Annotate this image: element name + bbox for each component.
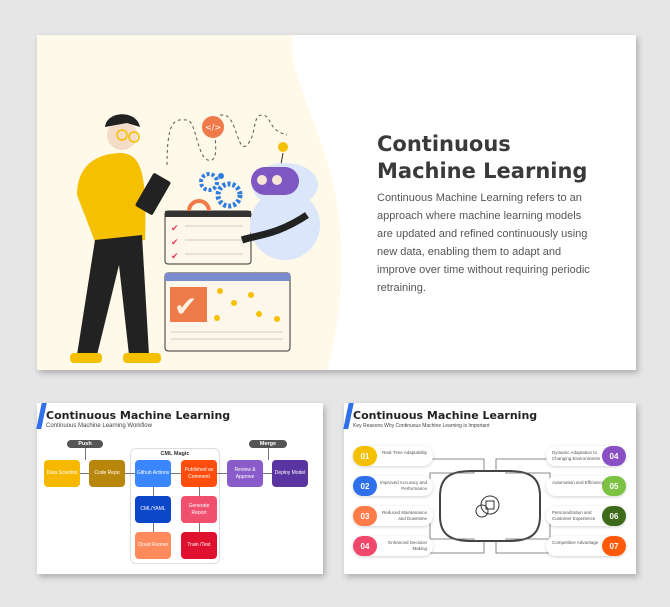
push-label: Push (67, 440, 103, 448)
node-published: Published as Comment (181, 460, 217, 487)
node-code-repo: Code Repo (89, 460, 125, 487)
node-deploy-model: Deploy Model (272, 460, 308, 487)
cml-magic-group: CML Magic (130, 448, 220, 564)
node-train-test: Train /Test (181, 532, 217, 559)
node-review-approve: Review & Approve (227, 460, 263, 487)
node-generate-report: Generate Report (181, 496, 217, 523)
node-cml-yaml: CML/YAML (135, 496, 171, 523)
svg-text:✔: ✔ (171, 251, 179, 261)
node-cloud-runner: Cloud Runner (135, 532, 171, 559)
slide-title: Continuous Machine Learning (353, 409, 538, 422)
node-github-actions: Github Actions (135, 460, 171, 487)
workflow-slide-preview[interactable]: Continuous Machine Learning Continuous M… (36, 403, 323, 574)
svg-text:✔: ✔ (171, 237, 179, 247)
node-data-scientist: Data Scientist (44, 460, 80, 487)
connector-diagram (422, 458, 558, 554)
merge-label: Merge (249, 440, 287, 448)
slide-title: Continuous Machine Learning (46, 409, 231, 422)
illustration: </> ✔ ✔ ✔ ✔ (37, 35, 342, 370)
description-text: Continuous Machine Learning refers to an… (377, 192, 590, 294)
svg-text:✔: ✔ (174, 291, 197, 322)
slide-subtitle: Continuous Machine Learning Workflow (46, 423, 152, 429)
slide-subtitle: Key Reasons Why Continuous Machine Learn… (353, 423, 490, 429)
svg-text:</>: </> (205, 123, 221, 132)
svg-text:✔: ✔ (171, 223, 179, 233)
reasons-slide-preview[interactable]: Continuous Machine Learning Key Reasons … (343, 403, 636, 574)
